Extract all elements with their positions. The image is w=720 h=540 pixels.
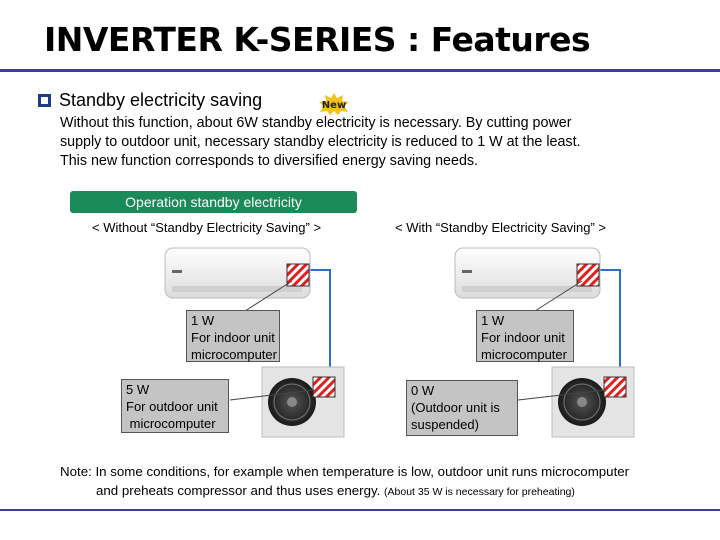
right-outdoor-board-icon	[603, 376, 627, 398]
operation-standby-label: Operation standby electricity	[70, 191, 357, 213]
new-badge-burst-icon	[319, 93, 349, 115]
bullet-title: Standby electricity saving	[59, 90, 263, 110]
left-indoor-unit-icon	[164, 247, 311, 299]
left-outdoor-board-icon	[312, 376, 336, 398]
left-outdoor-standby-callout: 5 W For outdoor unit microcomputer	[121, 379, 229, 433]
new-badge: New	[318, 93, 350, 115]
left-indoor-board-icon	[286, 263, 310, 287]
left-indoor-standby-callout: 1 W For indoor unit microcomputer	[186, 310, 280, 362]
bullet-heading: Standby electricity saving	[38, 90, 262, 111]
footnote-small-text: (About 35 W is necessary for preheating)	[384, 486, 575, 498]
feature-description: Without this function, about 6W standby …	[60, 114, 700, 171]
page-title: INVERTER K-SERIES : Features	[44, 20, 591, 59]
footer-divider	[0, 509, 720, 511]
footnote-line: Note: In some conditions, for example wh…	[60, 464, 630, 479]
bullet-square-icon	[38, 94, 51, 107]
description-line: supply to outdoor unit, necessary standb…	[60, 134, 581, 150]
right-outdoor-standby-callout: 0 W (Outdoor unit is suspended)	[406, 380, 518, 436]
right-indoor-standby-callout: 1 W For indoor unit microcomputer	[476, 310, 574, 362]
right-outdoor-unit-icon	[551, 366, 635, 438]
left-panel-heading: < Without “Standby Electricity Saving” >	[92, 220, 322, 235]
footnote: Note: In some conditions, for example wh…	[60, 462, 710, 502]
footnote-line: and preheats compressor and thus uses en…	[96, 483, 575, 498]
description-line: This new function corresponds to diversi…	[60, 153, 479, 169]
description-line: Without this function, about 6W standby …	[60, 115, 572, 131]
right-indoor-unit-icon	[454, 247, 601, 299]
right-panel-heading: < With “Standby Electricity Saving” >	[395, 220, 606, 235]
title-divider	[0, 69, 720, 72]
right-indoor-board-icon	[576, 263, 600, 287]
right-system-illustration	[454, 247, 635, 438]
new-badge-label: New	[322, 100, 346, 111]
left-system-illustration	[164, 247, 345, 438]
